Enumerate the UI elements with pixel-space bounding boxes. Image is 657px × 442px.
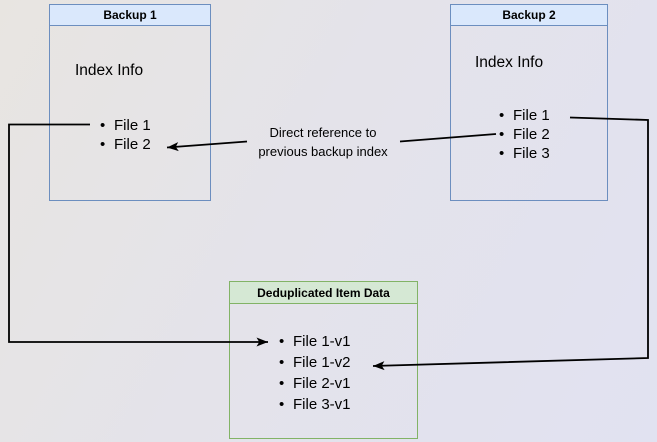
backup1-title: Backup 1	[50, 5, 210, 26]
bullet-icon	[496, 107, 513, 124]
list-item: File 3-v1	[276, 394, 351, 415]
file-label: File 1-v2	[293, 354, 351, 371]
file-label: File 1	[114, 117, 151, 134]
backup2-file-list: File 1 File 2 File 3	[496, 106, 550, 163]
annotation-line2: previous backup index	[258, 144, 388, 159]
bullet-icon	[276, 333, 293, 350]
bullet-icon	[496, 145, 513, 162]
file-label: File 3-v1	[293, 396, 351, 413]
bullet-icon	[97, 136, 114, 153]
bullet-icon	[276, 375, 293, 392]
backup2-index-info-label: Index Info	[475, 54, 544, 71]
list-item: File 2	[496, 125, 550, 144]
dedup-title: Deduplicated Item Data	[230, 282, 417, 304]
list-item: File 1-v2	[276, 352, 351, 373]
backup2-title: Backup 2	[451, 5, 607, 26]
file-label: File 1	[513, 107, 550, 124]
file-label: File 2-v1	[293, 375, 351, 392]
list-item: File 2	[97, 135, 151, 154]
annotation-line1: Direct reference to	[269, 125, 377, 140]
bullet-icon	[276, 354, 293, 371]
dedup-box: Deduplicated Item Data	[229, 281, 418, 439]
list-item: File 1	[97, 116, 151, 135]
file-label: File 1-v1	[293, 333, 351, 350]
backup1-file-list: File 1 File 2	[97, 116, 151, 154]
list-item: File 2-v1	[276, 373, 351, 394]
dedup-item-list: File 1-v1 File 1-v2 File 2-v1 File 3-v1	[276, 331, 351, 415]
list-item: File 1	[496, 106, 550, 125]
direct-reference-annotation: Direct reference to previous backup inde…	[233, 123, 413, 161]
file-label: File 2	[114, 136, 151, 153]
bullet-icon	[496, 126, 513, 143]
backup1-box: Backup 1	[49, 4, 211, 201]
list-item: File 1-v1	[276, 331, 351, 352]
bullet-icon	[276, 396, 293, 413]
file-label: File 2	[513, 126, 550, 143]
backup2-box: Backup 2	[450, 4, 608, 201]
list-item: File 3	[496, 144, 550, 163]
backup1-index-info-label: Index Info	[75, 62, 144, 79]
bullet-icon	[97, 117, 114, 134]
file-label: File 3	[513, 145, 550, 162]
